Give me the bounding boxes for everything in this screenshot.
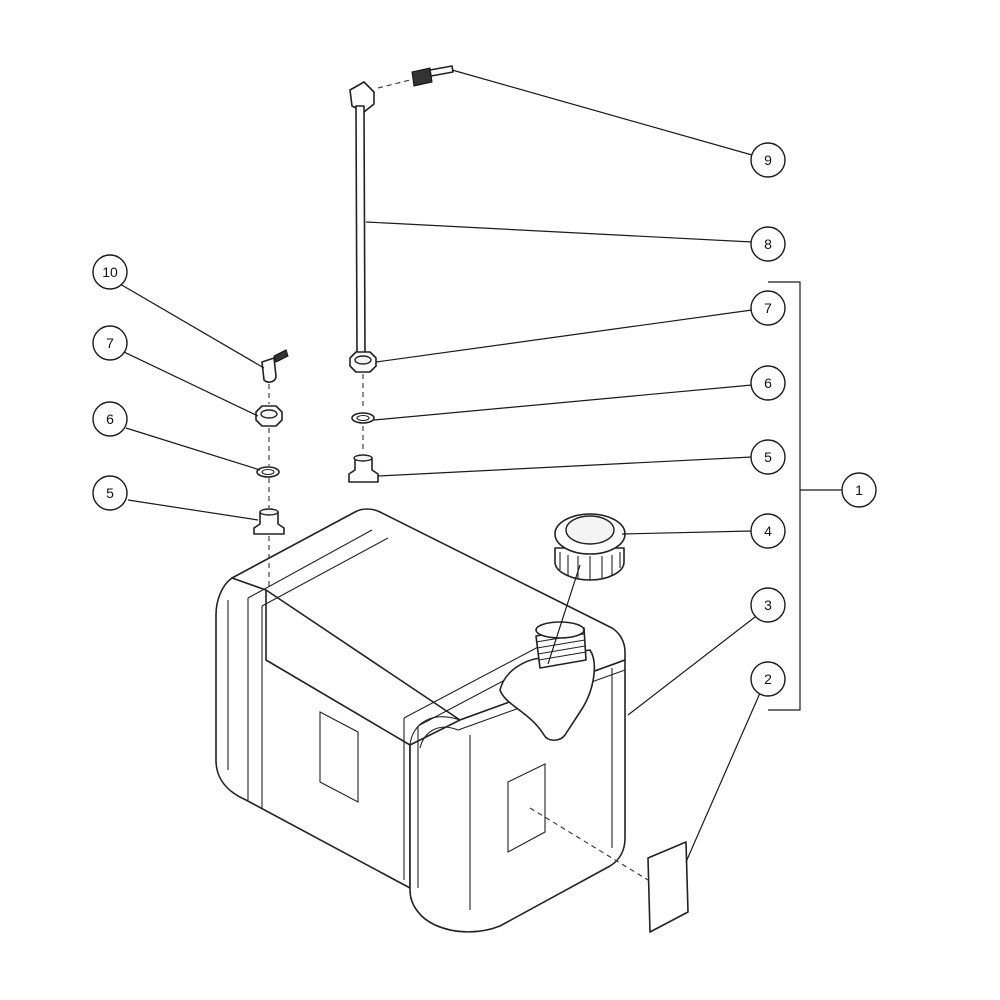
callout-label: 3 bbox=[764, 597, 772, 613]
callout-10: 10 bbox=[92, 254, 128, 290]
callout-5-right: 5 bbox=[750, 439, 786, 475]
callout-label: 7 bbox=[106, 335, 114, 351]
callout-2: 2 bbox=[750, 661, 786, 697]
callout-6-left: 6 bbox=[92, 401, 128, 437]
left-fitting-stack bbox=[253, 349, 289, 590]
decal-label bbox=[647, 841, 689, 933]
right-fitting-stack bbox=[348, 65, 454, 483]
callout-label: 4 bbox=[764, 523, 772, 539]
callout-label: 9 bbox=[764, 152, 772, 168]
callout-5-left: 5 bbox=[92, 475, 128, 511]
filler-neck bbox=[499, 621, 596, 742]
callout-7-left: 7 bbox=[92, 325, 128, 361]
callout-6-right: 6 bbox=[750, 365, 786, 401]
callout-8: 8 bbox=[750, 226, 786, 262]
callout-label: 6 bbox=[764, 375, 772, 391]
callout-label: 6 bbox=[106, 411, 114, 427]
callout-label: 10 bbox=[102, 264, 118, 280]
callout-7-right: 7 bbox=[750, 290, 786, 326]
callout-3: 3 bbox=[750, 587, 786, 623]
tank-body bbox=[215, 508, 626, 933]
filler-cap bbox=[554, 513, 626, 581]
callout-label: 7 bbox=[764, 300, 772, 316]
cap-tether bbox=[547, 564, 581, 665]
callout-4: 4 bbox=[750, 513, 786, 549]
callout-label: 8 bbox=[764, 236, 772, 252]
leader-lines bbox=[119, 69, 842, 863]
callout-label: 2 bbox=[764, 671, 772, 687]
callout-9: 9 bbox=[750, 142, 786, 178]
callout-label: 5 bbox=[764, 449, 772, 465]
callout-1: 1 bbox=[841, 472, 877, 508]
callout-label: 5 bbox=[106, 485, 114, 501]
callout-label: 1 bbox=[855, 482, 863, 498]
